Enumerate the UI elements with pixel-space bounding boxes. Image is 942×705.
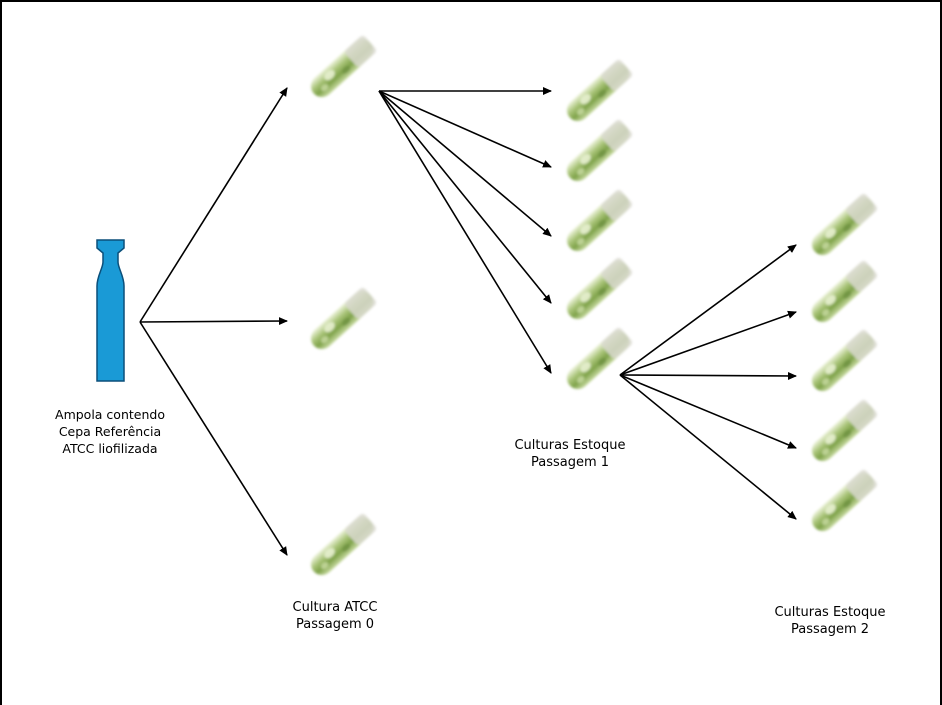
culture-tube-icon-p2-2: [807, 259, 878, 326]
culture-tube-icon-p2-3: [807, 328, 878, 395]
culture-tube-icon-p0-3: [306, 512, 377, 579]
culture-tube-icon-p0-2: [306, 286, 377, 353]
ampoule-icon: [96, 239, 125, 382]
culture-tube-icon-p1-4: [562, 256, 633, 323]
ampoule-label-line-2: Cepa Referência: [58, 424, 162, 439]
passage-0-label: Cultura ATCC Passagem 0: [255, 599, 415, 633]
passage-1-label-line-1: Culturas Estoque: [514, 438, 626, 453]
arrow-2: [139, 317, 288, 326]
passage-1-label-line-2: Passagem 1: [530, 455, 610, 470]
arrow-7: [378, 90, 552, 304]
culture-tube-icon-p2-4: [807, 398, 878, 465]
culture-tube-icon-p1-2: [562, 118, 633, 185]
arrow-11: [619, 371, 797, 380]
ampoule-label: Ampola contendo Cepa Referência ATCC lio…: [30, 406, 190, 457]
tubes-layer: [306, 34, 878, 579]
culture-tube-icon-p1-1: [562, 58, 633, 125]
arrow-13: [619, 374, 797, 520]
arrow-1: [139, 87, 288, 323]
arrow-6: [378, 90, 552, 237]
arrow-8: [378, 90, 552, 374]
arrow-3: [139, 321, 288, 556]
culture-tube-icon-p1-5: [562, 326, 633, 393]
culture-tube-icon-p2-5: [807, 468, 878, 535]
ampoule-label-line-1: Ampola contendo: [55, 407, 165, 422]
passage-0-label-line-2: Passagem 0: [295, 617, 375, 632]
passage-2-label-line-1: Culturas Estoque: [774, 605, 886, 620]
passage-0-label-line-1: Cultura ATCC: [292, 600, 378, 615]
culture-tube-icon-p1-3: [562, 188, 633, 255]
arrow-5: [378, 90, 552, 168]
culture-tube-icon-p2-1: [807, 192, 878, 259]
passage-2-label-line-2: Passagem 2: [790, 622, 870, 637]
arrow-10: [619, 310, 797, 376]
culture-tube-icon-p0-1: [306, 34, 377, 101]
ampoule-label-line-3: ATCC liofilizada: [62, 441, 158, 456]
passage-1-label: Culturas Estoque Passagem 1: [490, 437, 650, 471]
arrows-layer: [139, 87, 797, 556]
arrow-9: [619, 244, 797, 376]
arrow-12: [619, 374, 797, 449]
passage-2-label: Culturas Estoque Passagem 2: [750, 604, 910, 638]
